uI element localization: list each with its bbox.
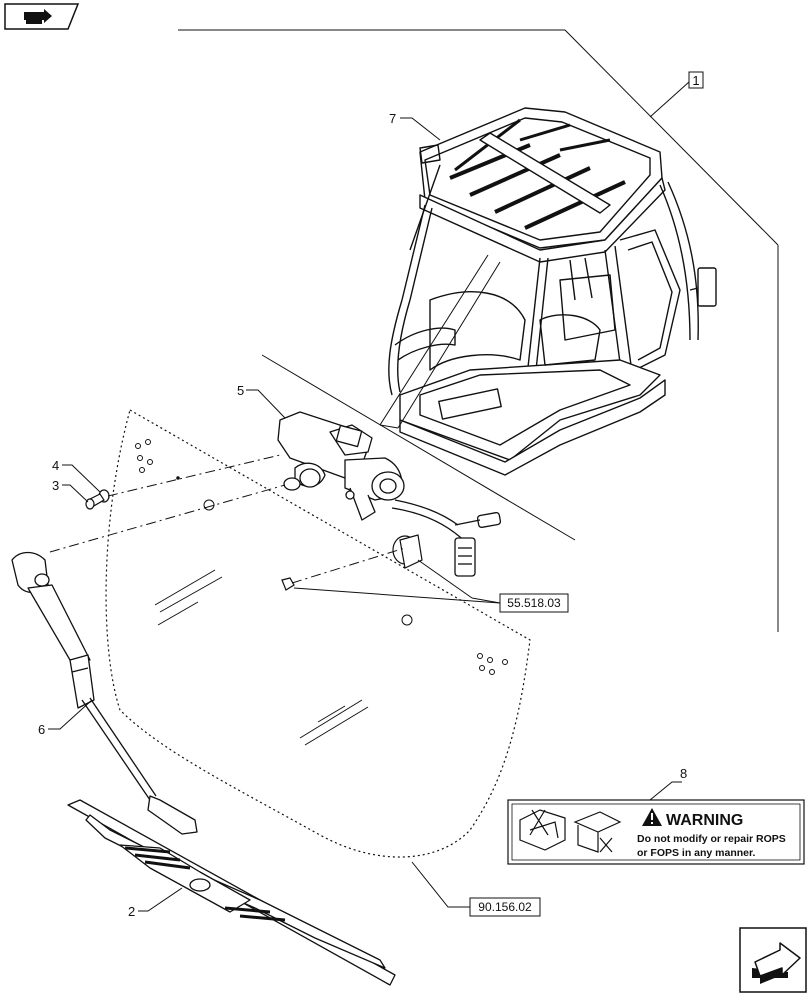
callout-6: 6 — [38, 699, 93, 737]
glass-holes — [135, 439, 508, 675]
warning-decal: WARNING Do not modify or repair ROPS or … — [507, 799, 805, 865]
callout-7-label: 7 — [389, 111, 396, 126]
callout-3-label: 3 — [52, 478, 59, 493]
stud-marker — [176, 476, 180, 480]
warning-line-1: Do not modify or repair ROPS — [637, 833, 786, 845]
assembly-lines — [49, 454, 406, 584]
callout-5: 5 — [237, 383, 286, 419]
reference-motor-label: 55.518.03 — [507, 596, 561, 610]
reference-motor[interactable]: 55.518.03 — [293, 559, 569, 613]
wiper-motor — [277, 411, 502, 577]
callout-4: 4 — [52, 458, 101, 493]
reference-glass-label: 90.156.02 — [478, 900, 532, 914]
no-repair-pictogram-icon — [573, 811, 622, 853]
callout-2-label: 2 — [128, 904, 135, 919]
callout-7: 7 — [389, 111, 441, 141]
divider-line — [261, 354, 576, 541]
glass-reflection — [154, 569, 369, 746]
callout-2: 2 — [128, 887, 183, 919]
warning-title: WARNING — [666, 812, 743, 829]
callout-4-label: 4 — [52, 458, 59, 473]
no-modify-pictogram-icon — [519, 809, 566, 851]
section-tag-icon[interactable] — [4, 3, 80, 30]
drive-spindle — [392, 534, 423, 569]
next-page-arrow-icon[interactable] — [739, 927, 807, 993]
callout-8-label: 8 — [680, 766, 687, 781]
callout-5-label: 5 — [237, 383, 244, 398]
reference-glass[interactable]: 90.156.02 — [411, 861, 541, 917]
windshield-glass — [105, 409, 531, 858]
bolt-washer — [85, 489, 110, 510]
callout-1: 1 — [649, 71, 704, 118]
assembly-outline — [178, 29, 779, 632]
callout-8: 8 — [649, 766, 687, 801]
detail-leader — [379, 254, 501, 429]
callout-3: 3 — [52, 478, 89, 503]
mount-nut — [281, 577, 295, 591]
warning-triangle-icon — [642, 808, 662, 826]
callout-1-label: 1 — [692, 73, 699, 88]
wiper-blade — [67, 799, 396, 986]
wiper-arm — [11, 551, 198, 835]
warning-line-2: or FOPS in any manner. — [637, 847, 756, 859]
callout-6-label: 6 — [38, 722, 45, 737]
cab-frame — [388, 107, 717, 476]
